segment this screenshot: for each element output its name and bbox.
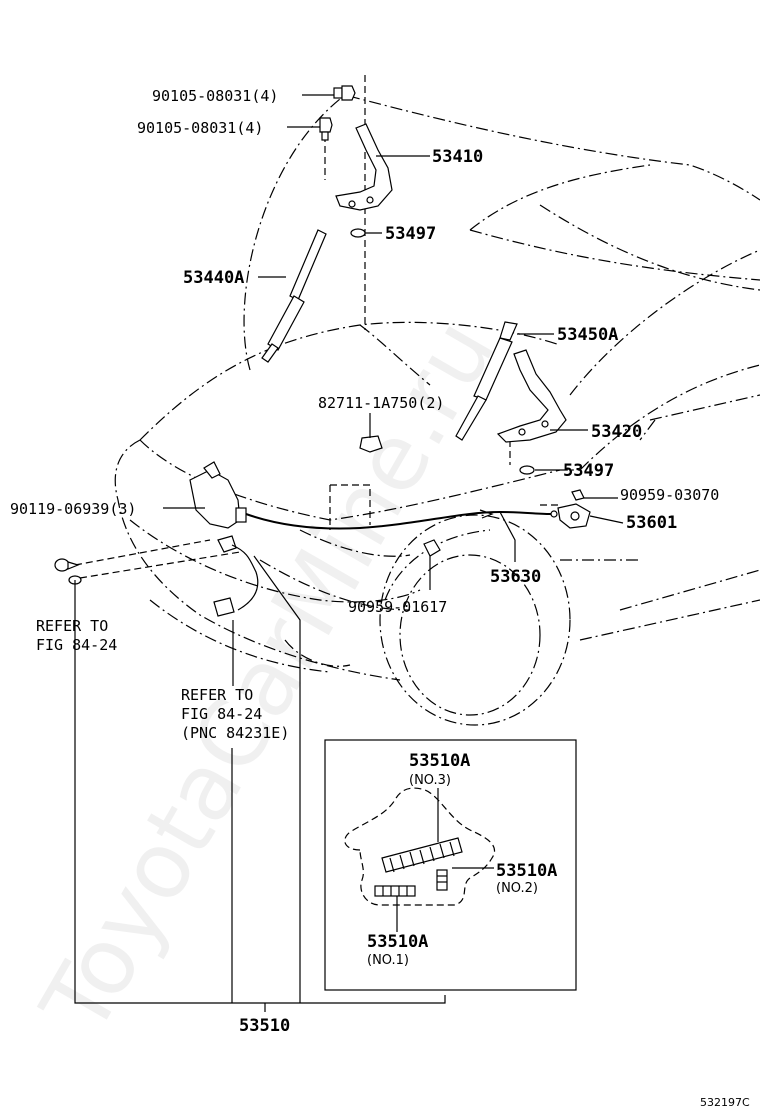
- stay-left-part: [261, 229, 327, 363]
- bolt-lower-part: [319, 117, 333, 141]
- callout-bolt-lower: 90105-08031(4): [137, 119, 263, 137]
- callout-screw-left: 90119-06939(3): [10, 500, 136, 518]
- hinge-left-part: [335, 123, 393, 211]
- inset-cushion-no1: [374, 885, 416, 897]
- inset-label-right-sub: (NO.2): [496, 881, 538, 896]
- inset-label-right: 53510A: [496, 861, 557, 881]
- callout-cable: 53630: [490, 567, 541, 587]
- inset-label-bottom: 53510A: [367, 932, 428, 952]
- callout-handle: 53601: [626, 513, 677, 533]
- callout-hinge: 53410: [432, 147, 483, 167]
- wire-harness-part: [213, 535, 259, 617]
- callout-hinge-right: 53420: [591, 422, 642, 442]
- callout-stay-right: 53450A: [557, 325, 618, 345]
- callout-clip: 82711-1A750(2): [318, 394, 444, 412]
- ref-left-line2: FIG 84-24: [36, 636, 117, 654]
- callout-clamp-right: 90959-03070: [620, 486, 719, 504]
- hinge-right-part: [496, 349, 567, 443]
- inset-hood-outline: [344, 787, 496, 906]
- leader-lines: [163, 94, 624, 686]
- washer-right-part: [519, 465, 535, 475]
- inset-label-top-sub: (NO.3): [409, 773, 451, 788]
- bolt-upper-part: [333, 85, 356, 101]
- assembly-bracket: [74, 555, 446, 1012]
- callout-stay-left: 53440A: [183, 268, 244, 288]
- watermark: ToyotaCarMine.ru: [21, 301, 516, 1051]
- screw-left-part: [54, 558, 82, 585]
- callout-clamp-center: 90959-01617: [348, 598, 447, 616]
- ref-center-line2: FIG 84-24: [181, 705, 262, 723]
- stay-right-part: [455, 321, 518, 441]
- latch-part: [189, 461, 247, 529]
- callout-assembly: 53510: [239, 1016, 290, 1036]
- clip-part: [359, 435, 383, 453]
- clamp-right-part: [571, 489, 585, 501]
- inset-label-bottom-sub: (NO.1): [367, 953, 409, 968]
- inset-frame: [324, 739, 577, 991]
- car-body-outline: [114, 94, 760, 726]
- clamp-center-part: [423, 539, 441, 557]
- ref-center-line1: REFER TO: [181, 686, 253, 704]
- washer-top-part: [350, 228, 366, 238]
- inset-leaders: [396, 788, 494, 932]
- figure-code: 532197C: [700, 1096, 750, 1109]
- callout-bolt-upper: 90105-08031(4): [152, 87, 278, 105]
- handle-part: [557, 503, 591, 529]
- inset-cushion-no2: [436, 869, 448, 891]
- inset-cushion-no3: [381, 837, 463, 873]
- cable-part: [245, 509, 558, 530]
- callout-washer-right: 53497: [563, 461, 614, 481]
- inset-label-top: 53510A: [409, 751, 470, 771]
- ref-center-line3: (PNC 84231E): [181, 724, 289, 742]
- callout-washer-top: 53497: [385, 224, 436, 244]
- ref-left-line1: REFER TO: [36, 617, 108, 635]
